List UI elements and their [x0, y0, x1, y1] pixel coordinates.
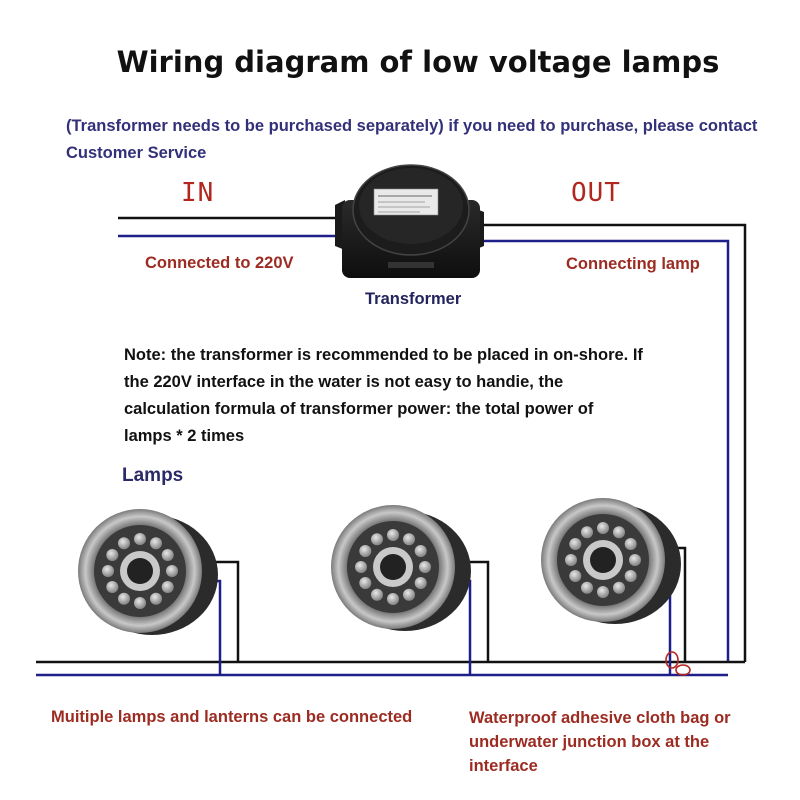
waterproof-label: Waterproof adhesive cloth bag or underwa…: [469, 709, 731, 775]
multiple-lamps-label: Muitiple lamps and lanterns can be conne…: [51, 708, 413, 726]
transformer-device: [335, 164, 484, 278]
page-title: Wiring diagram of low voltage lamps: [116, 45, 720, 79]
in-label: IN: [181, 178, 215, 208]
lamp-3: [541, 498, 681, 624]
lamp-2: [331, 505, 471, 631]
junction-markers: [665, 651, 691, 676]
bus-wires: [36, 660, 745, 677]
lamp-1: [78, 509, 218, 635]
transformer-note: Note: the transformer is recommended to …: [124, 346, 643, 445]
input-wires: [118, 216, 335, 238]
lamps-label: Lamps: [122, 465, 184, 486]
output-wires: [484, 223, 747, 662]
connecting-lamp-label: Connecting lamp: [566, 255, 700, 273]
out-label: OUT: [571, 178, 621, 208]
transformer-label: Transformer: [365, 290, 462, 308]
purchase-note: (Transformer needs to be purchased separ…: [66, 117, 758, 162]
connected-220v-label: Connected to 220V: [145, 254, 294, 272]
